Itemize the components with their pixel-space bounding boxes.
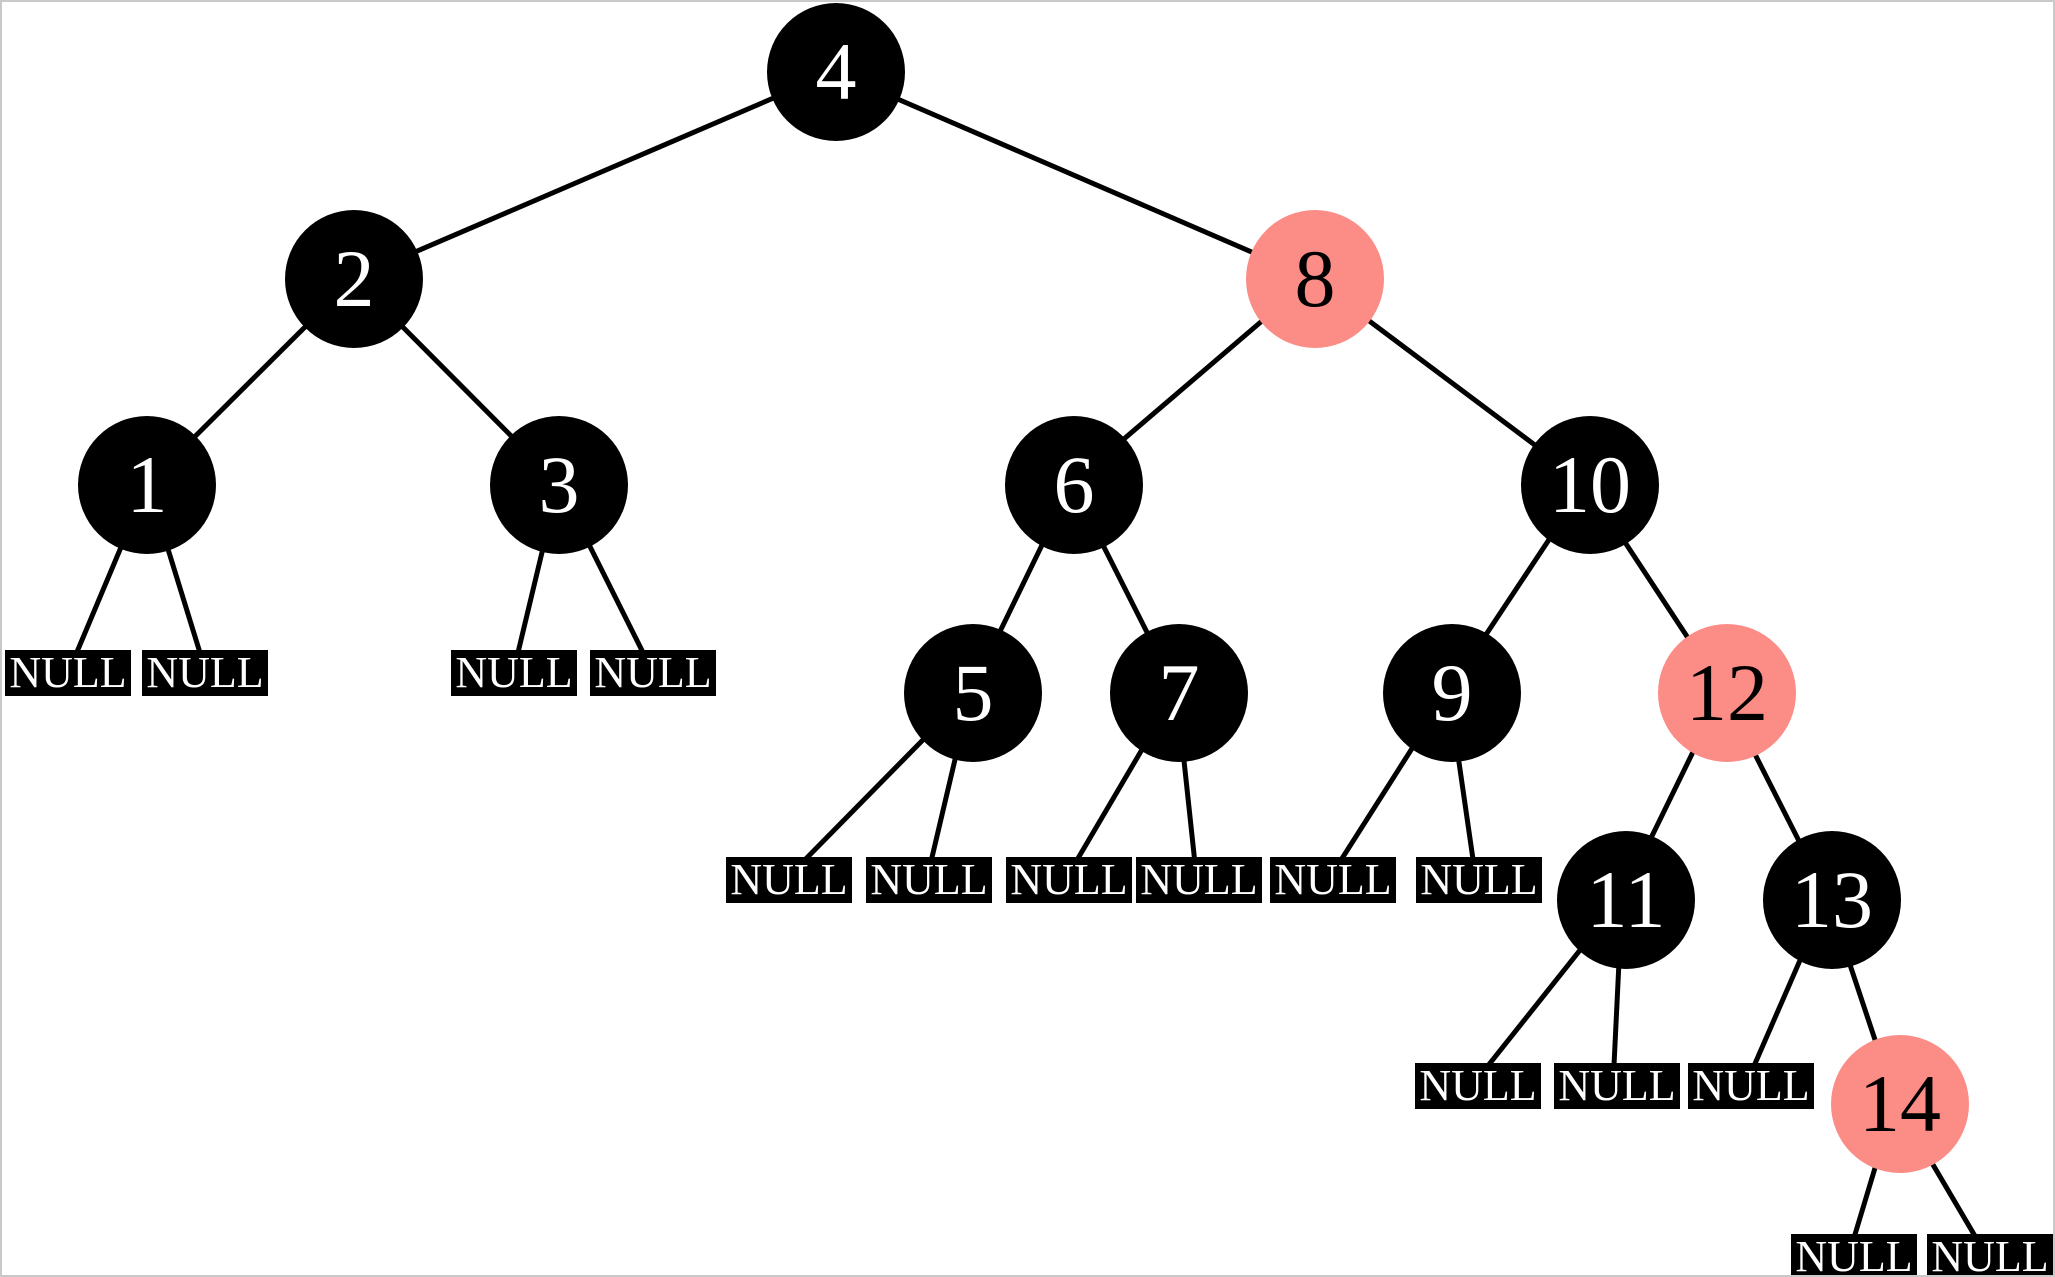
null-leaf: NULL: [590, 650, 716, 696]
null-leaf: NULL: [451, 650, 577, 696]
null-leaf: NULL: [1136, 857, 1262, 903]
tree-node-7: 7: [1110, 624, 1248, 762]
tree-node-13: 13: [1763, 831, 1901, 969]
tree-node-2: 2: [285, 210, 423, 348]
tree-node-4: 4: [767, 3, 905, 141]
tree-node-14: 14: [1831, 1035, 1969, 1173]
tree-node-6: 6: [1005, 416, 1143, 554]
null-leaf: NULL: [1416, 857, 1542, 903]
tree-node-8: 8: [1246, 210, 1384, 348]
null-leaf: NULL: [866, 857, 992, 903]
null-leaf: NULL: [1006, 857, 1132, 903]
tree-node-3: 3: [490, 416, 628, 554]
null-leaf: NULL: [1688, 1063, 1814, 1109]
null-leaf: NULL: [1927, 1234, 2053, 1275]
tree-edge: [833, 69, 1314, 281]
null-leaf: NULL: [726, 857, 852, 903]
tree-node-9: 9: [1383, 624, 1521, 762]
null-leaf: NULL: [1415, 1063, 1541, 1109]
null-leaf: NULL: [1554, 1063, 1680, 1109]
null-leaf: NULL: [142, 650, 268, 696]
tree-edge: [353, 69, 836, 281]
tree-node-11: 11: [1557, 831, 1695, 969]
tree-node-5: 5: [904, 624, 1042, 762]
tree-node-1: 1: [78, 416, 216, 554]
null-leaf: NULL: [5, 650, 131, 696]
tree-node-10: 10: [1521, 416, 1659, 554]
null-leaf: NULL: [1270, 857, 1396, 903]
tree-node-12: 12: [1658, 624, 1796, 762]
null-leaf: NULL: [1791, 1234, 1917, 1275]
